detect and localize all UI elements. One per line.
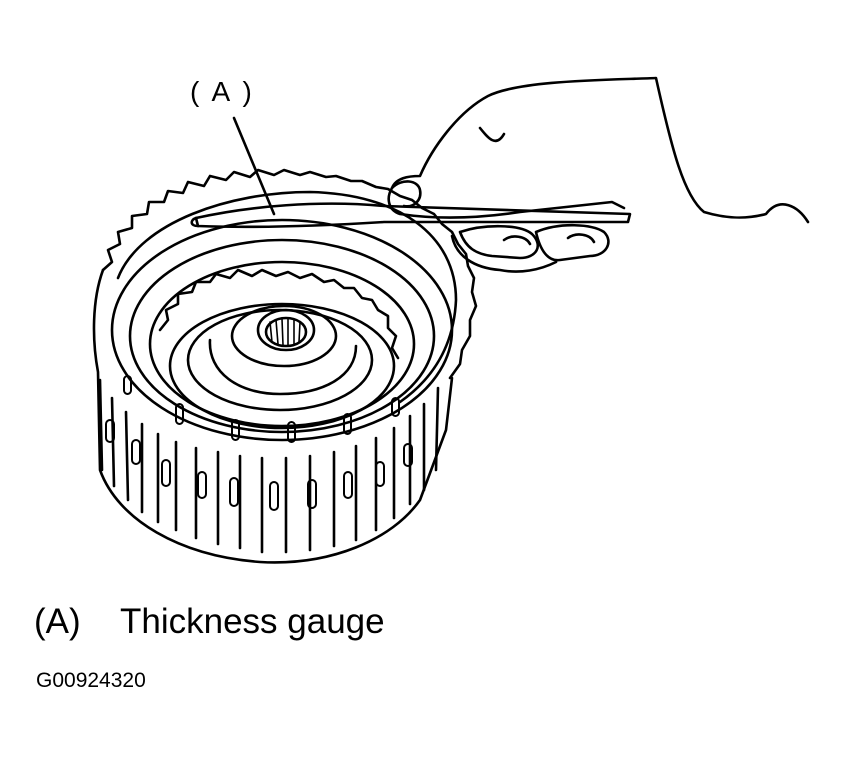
hand-thumb	[390, 180, 422, 208]
thickness-gauge-icon	[194, 202, 632, 229]
hand-knuckle-line	[478, 126, 506, 143]
drum-body-outline	[92, 268, 454, 564]
legend-key: (A)	[34, 602, 81, 641]
clutch-ring-outer	[110, 218, 454, 442]
hand-finger-3	[534, 223, 610, 262]
hub-bore	[256, 308, 316, 352]
legend-text: Thickness gauge	[120, 602, 385, 641]
hand-palm-lower	[450, 234, 558, 273]
hub-spline-ring	[158, 268, 400, 360]
hand-finger-4	[566, 233, 596, 244]
drum-spline-rim	[101, 168, 478, 380]
callout-label-a: ( A )	[190, 76, 255, 107]
hand-finger-1	[458, 224, 539, 260]
hub-top	[230, 304, 338, 368]
drum-teeth	[98, 378, 440, 554]
hub-bore-splines	[269, 318, 301, 346]
callout-leader-line	[232, 116, 276, 216]
hand-icon	[387, 76, 810, 224]
hand-finger-2	[502, 235, 532, 246]
hub-bore-inner	[264, 316, 308, 348]
clutch-ring-2	[128, 238, 436, 434]
figure-id: G00924320	[36, 669, 146, 692]
drum-inner-rim	[116, 190, 458, 404]
hub-step-1	[168, 302, 396, 430]
drum-slots	[105, 375, 413, 511]
hub-cylinder-wall	[208, 338, 358, 396]
gauge-tip-curve	[190, 216, 200, 228]
legend-row: (A) Thickness gauge	[34, 604, 385, 639]
clutch-ring-3	[148, 260, 416, 428]
